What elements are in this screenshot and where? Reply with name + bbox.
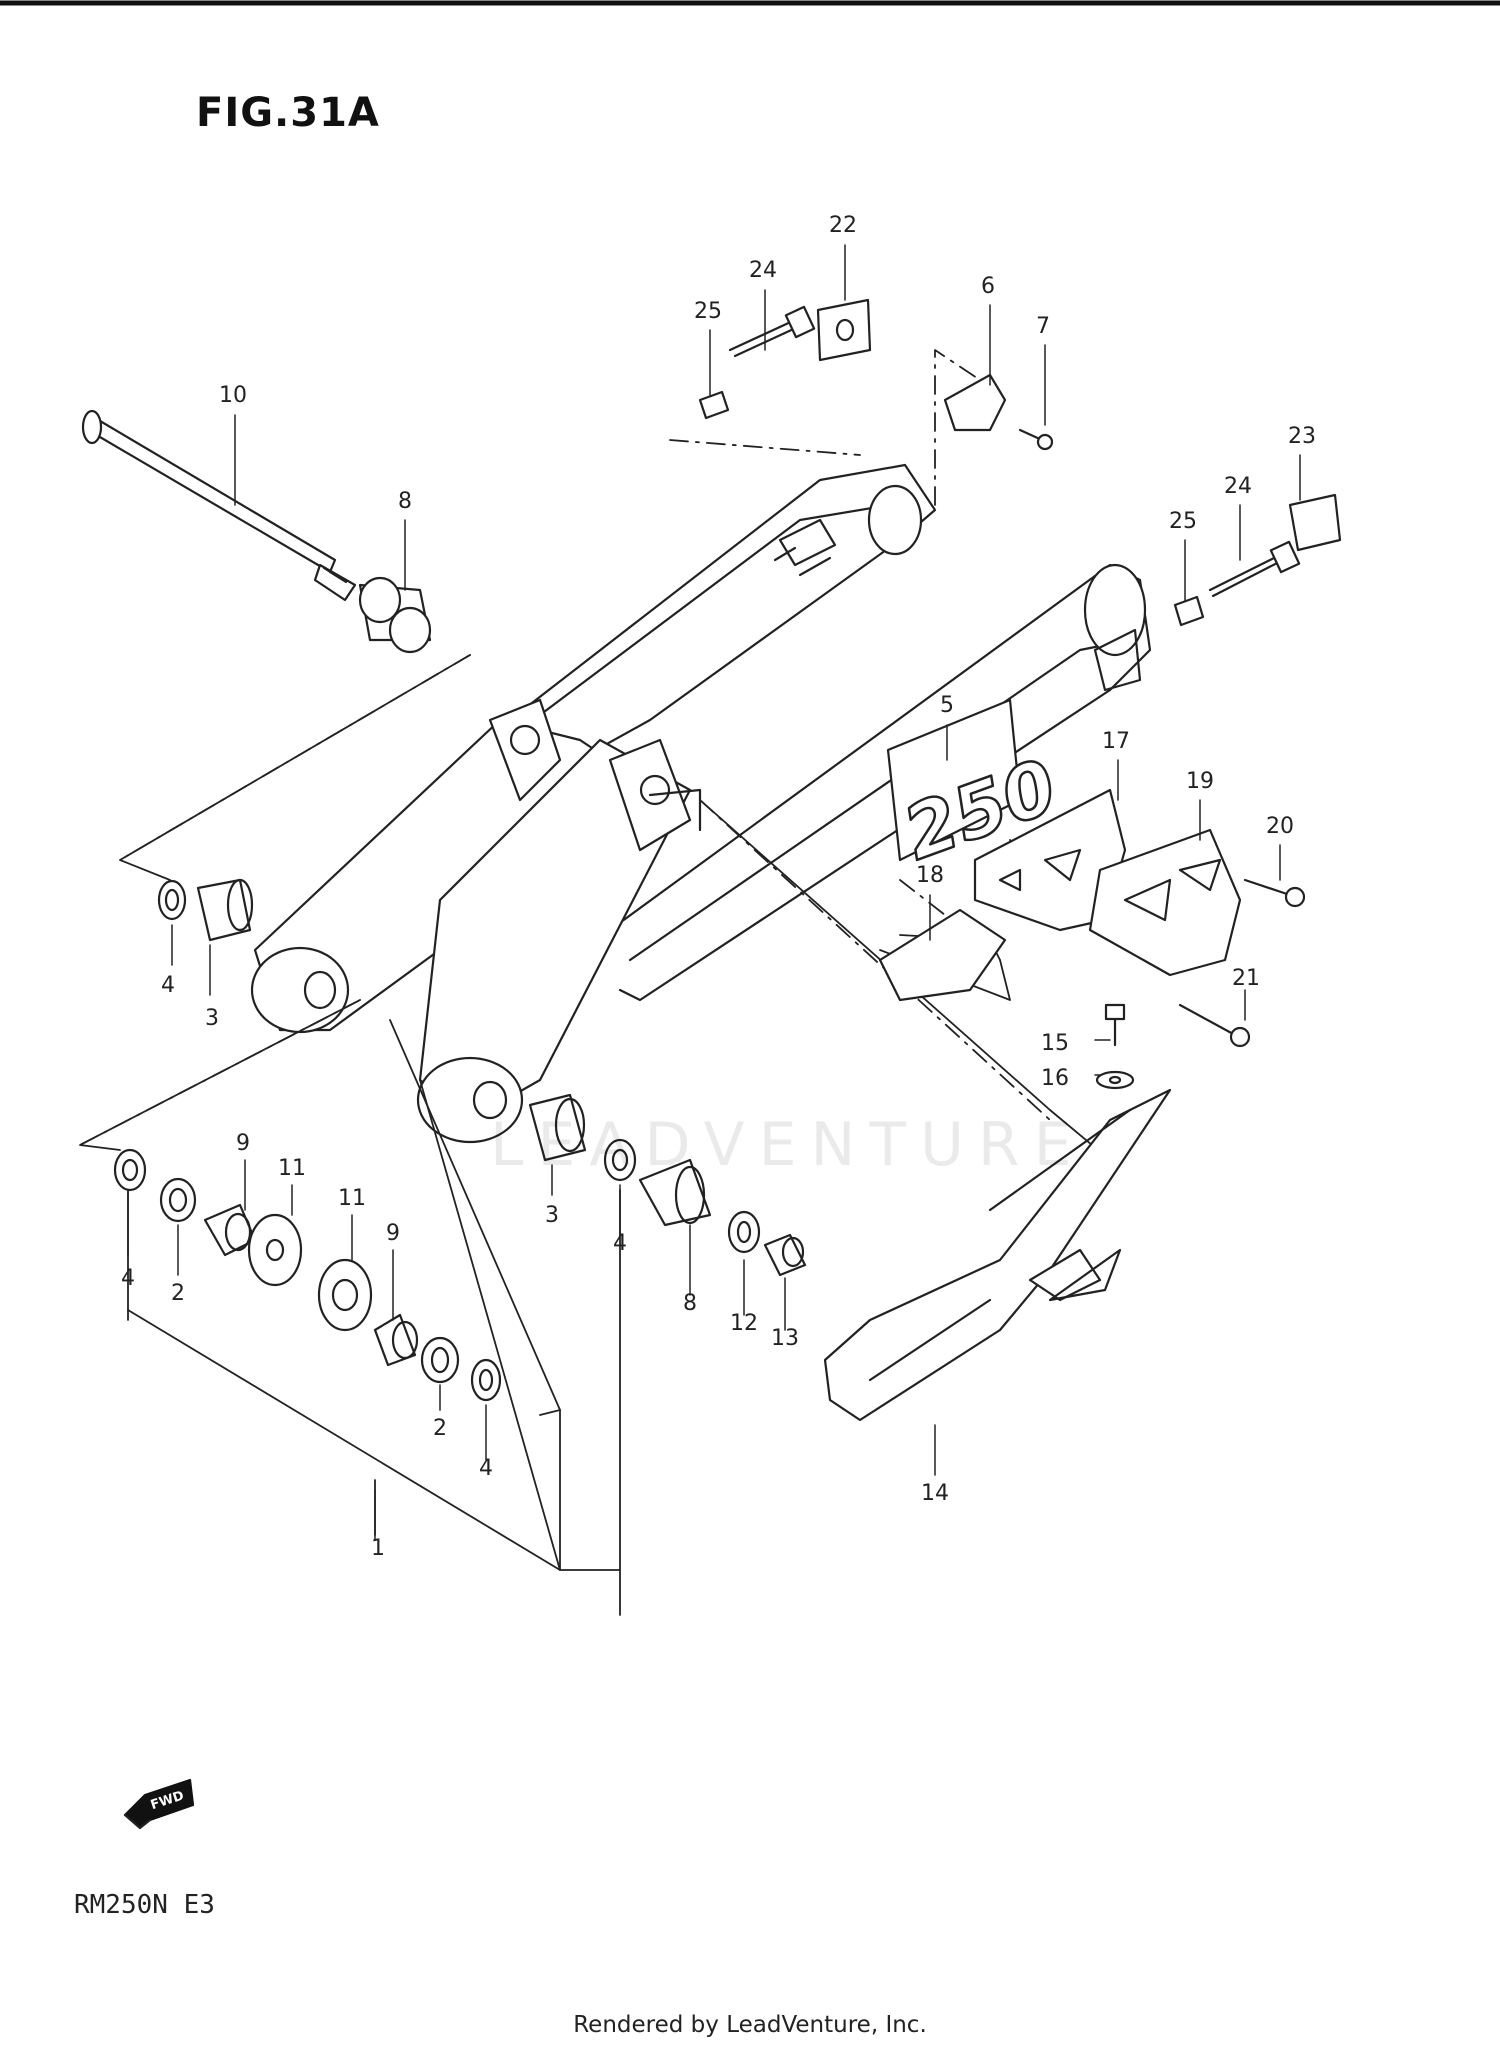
callout-c2b: 2 [433, 1416, 447, 1441]
callout-c16: 16 [1041, 1066, 1069, 1091]
figure-title: FIG.31A [196, 90, 380, 136]
chain-slider-14 [823, 1088, 1172, 1422]
seal-4a [157, 879, 187, 921]
fwd-arrow-icon [123, 1778, 195, 1830]
callout-c10: 10 [219, 383, 247, 408]
seal-4c [603, 1138, 637, 1182]
callout-c5: 5 [940, 693, 954, 718]
chain-guide-19 [1088, 828, 1242, 977]
watermark: LEADVENTURE [490, 1110, 1086, 1180]
callout-c4a: 4 [161, 973, 175, 998]
chain-buffer-18 [878, 908, 1007, 1002]
seal-4b [113, 1148, 147, 1192]
callout-c4b: 4 [121, 1266, 135, 1291]
callout-c14: 14 [921, 1481, 949, 1506]
callout-c9b: 9 [386, 1221, 400, 1246]
ring-2a [159, 1177, 197, 1223]
bolt-21 [1178, 1003, 1237, 1037]
callout-c4d: 4 [479, 1456, 493, 1481]
slot-upper [778, 518, 837, 567]
callout-c8a: 8 [398, 489, 412, 514]
ring-2b [420, 1336, 460, 1384]
washer-12 [727, 1210, 761, 1254]
nut-25b [1173, 595, 1205, 627]
callout-c25b: 25 [1169, 509, 1197, 534]
chain-adjuster-23 [1288, 493, 1342, 552]
bolt-20 [1243, 878, 1292, 897]
callout-c18: 18 [916, 863, 944, 888]
swingarm: 250 [250, 463, 1152, 1144]
callout-c4c: 4 [613, 1231, 627, 1256]
bearing-3b [528, 1093, 587, 1162]
pivot-shaft [81, 409, 357, 602]
seal-4d [470, 1358, 502, 1402]
callout-c8b: 8 [683, 1291, 697, 1316]
callout-c23: 23 [1288, 424, 1316, 449]
callout-c1: 1 [371, 1536, 385, 1561]
callout-c13: 13 [771, 1326, 799, 1351]
callout-c22: 22 [829, 213, 857, 238]
pivot-boss-right [416, 1056, 524, 1144]
decal-250 [886, 698, 1022, 862]
callout-c3a: 3 [205, 1006, 219, 1031]
chain-adjuster-22 [816, 298, 872, 362]
adjuster-bolt-24b [1208, 553, 1285, 598]
axle-slot-upper [867, 484, 923, 556]
callout-c17: 17 [1102, 729, 1130, 754]
callout-c21: 21 [1232, 966, 1260, 991]
footer-credit: Rendered by LeadVenture, Inc. [573, 2012, 927, 2038]
bearing-3a [196, 878, 252, 942]
callout-c12: 12 [730, 1311, 758, 1336]
model-code: RM250N E3 [74, 1890, 215, 1920]
spacer-9a [203, 1203, 257, 1257]
callout-c24a: 24 [749, 258, 777, 283]
washer-11a [247, 1213, 303, 1287]
callout-c19: 19 [1186, 769, 1214, 794]
chain-guide-plate-6 [943, 373, 1007, 432]
adjuster-bolt-24a [728, 318, 802, 358]
washer-11b [317, 1258, 373, 1332]
callout-c11a: 11 [278, 1156, 306, 1181]
washer-16 [1095, 1070, 1135, 1090]
collar-top [358, 576, 432, 654]
callout-c7: 7 [1036, 314, 1050, 339]
callout-labels: 2224256710823242551719201843211516911119… [121, 213, 1316, 1561]
nut-25a [698, 390, 730, 420]
callout-leaders [127, 244, 1301, 1541]
callout-c9a: 9 [236, 1131, 250, 1156]
spacer-9b [373, 1313, 417, 1367]
callout-c3b: 3 [545, 1203, 559, 1228]
pivot-boss-left [250, 946, 350, 1034]
callout-c25a: 25 [694, 299, 722, 324]
callout-c20: 20 [1266, 814, 1294, 839]
callout-c15: 15 [1041, 1031, 1069, 1056]
callout-c24b: 24 [1224, 474, 1252, 499]
callout-c2a: 2 [171, 1281, 185, 1306]
callout-c11b: 11 [338, 1186, 366, 1211]
callout-c6: 6 [981, 274, 995, 299]
